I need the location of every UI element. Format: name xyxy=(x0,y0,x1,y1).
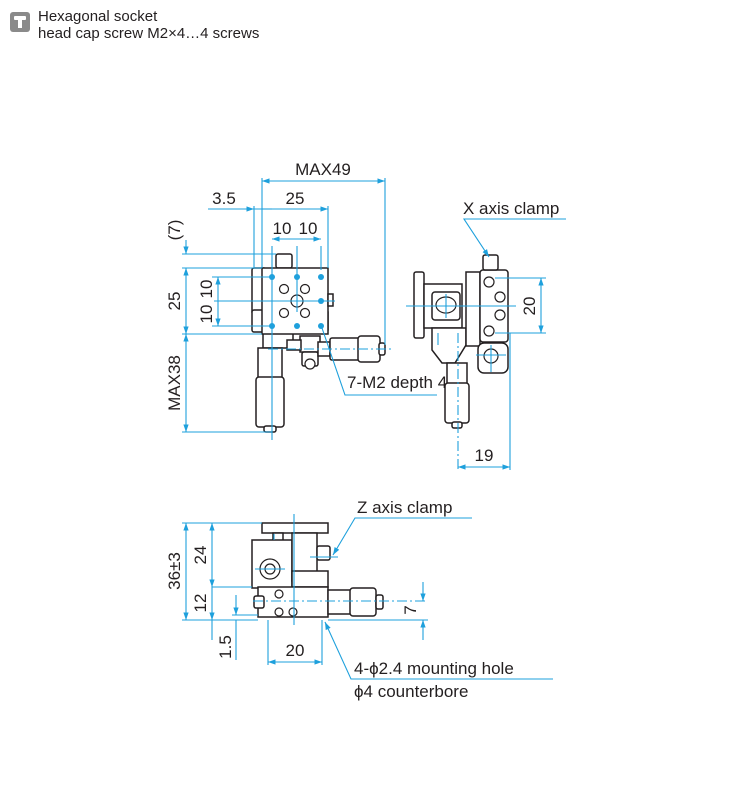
hole-leader xyxy=(324,621,553,680)
x-clamp-leader xyxy=(462,218,566,258)
callout-x-axis-clamp: X axis clamp xyxy=(463,199,559,218)
micrometer-y-tip xyxy=(263,425,277,433)
clamp-block xyxy=(299,335,321,353)
side-micrometer-sleeve xyxy=(446,362,468,386)
mount-plate xyxy=(413,271,425,339)
dim-clamp-pitch-20: 20 xyxy=(520,297,539,316)
dim-max49: MAX49 xyxy=(295,160,351,179)
dim-offset-19: 19 xyxy=(475,446,494,465)
base-left-knob xyxy=(253,595,265,609)
clamp-screws xyxy=(483,276,506,337)
front-view: Z axis clamp 36±3 24 12 1.5 20 7 4-ϕ2.4 … xyxy=(165,498,553,701)
callout-z-axis-clamp: Z axis clamp xyxy=(357,498,452,517)
top-plate xyxy=(261,522,329,534)
base-screws xyxy=(274,589,298,617)
hex-socket-screw-icon xyxy=(10,12,30,32)
mid-body xyxy=(291,570,329,588)
z-clamp-leader xyxy=(332,517,472,556)
lower-bracket xyxy=(431,327,467,364)
shaft-link xyxy=(286,339,302,351)
callout-mounting-hole: 4-ϕ2.4 mounting hole xyxy=(354,659,514,678)
callout-counterbore: ϕ4 counterbore xyxy=(354,682,468,701)
dim-total-36: 36±3 xyxy=(165,552,184,590)
front-micrometer-sleeve xyxy=(327,589,353,615)
callout-7-m2: 7-M2 depth 4 xyxy=(347,373,447,392)
x-axis-clamp-screw xyxy=(482,254,499,271)
dim-pitch-y1: 10 xyxy=(197,280,216,299)
front-micrometer-tip xyxy=(375,594,384,610)
callout-leader xyxy=(321,327,437,396)
dim-top-ref: (7) xyxy=(165,220,184,241)
side-micrometer-tip xyxy=(451,421,463,429)
vertical-plate xyxy=(465,271,481,347)
dim-offset-3-5: 3.5 xyxy=(212,189,236,208)
dim-pitch-x2: 10 xyxy=(299,219,318,238)
micrometer-y-thimble xyxy=(255,376,285,428)
side-tab xyxy=(327,293,334,307)
side-micrometer-thimble xyxy=(444,382,470,424)
dim-upper-24: 24 xyxy=(191,546,210,565)
dim-pitch-x1: 10 xyxy=(273,219,292,238)
top-screw xyxy=(275,253,293,269)
dim-width-25: 25 xyxy=(286,189,305,208)
side-view: X axis clamp 20 19 xyxy=(406,199,566,470)
top-view: MAX49 3.5 25 10 10 (7) 25 10 10 MAX38 7-… xyxy=(165,160,447,440)
legend-text: Hexagonal socket head cap screw M2×4…4 s… xyxy=(38,8,259,42)
clamp-screw-head xyxy=(304,358,316,370)
dim-height-25: 25 xyxy=(165,292,184,311)
dim-lower-12: 12 xyxy=(191,594,210,613)
dim-hole-pitch-20: 20 xyxy=(286,641,305,660)
dim-base-1-5: 1.5 xyxy=(216,635,235,659)
dim-axis-height-7: 7 xyxy=(401,605,420,614)
front-micrometer-thimble xyxy=(349,587,377,617)
legend-line-1: Hexagonal socket xyxy=(38,8,158,25)
legend: Hexagonal socket head cap screw M2×4…4 s… xyxy=(10,8,259,42)
micrometer-y-sleeve xyxy=(257,347,283,379)
legend-line-2: head cap screw M2×4…4 screws xyxy=(38,25,260,42)
z-axis-clamp-screw xyxy=(316,545,331,561)
dim-pitch-y2: 10 xyxy=(197,305,216,324)
dim-max38: MAX38 xyxy=(165,355,184,411)
